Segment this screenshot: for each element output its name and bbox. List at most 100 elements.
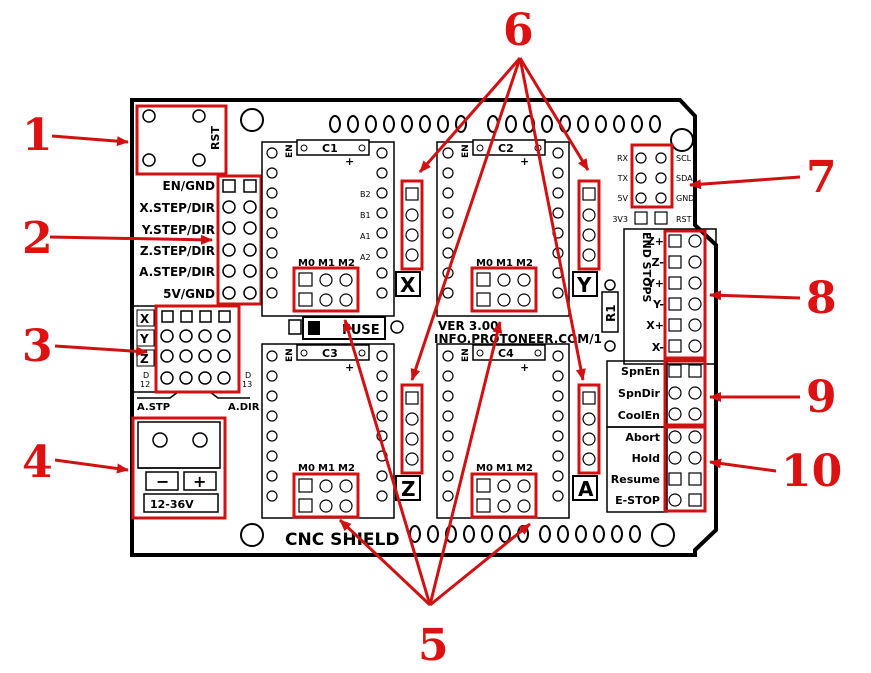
arrow-7 xyxy=(689,175,801,190)
board-outline xyxy=(130,98,718,557)
driver-z-m1: M1 xyxy=(318,463,335,474)
callout-10: 10 xyxy=(781,446,842,497)
step-dir-header-pins xyxy=(222,179,257,300)
a-step-dir-label: A.STEP/DIR xyxy=(139,265,215,279)
driver-x-pin-a2: A2 xyxy=(360,253,371,262)
clone-dir-label: A.DIR xyxy=(228,402,260,413)
clone-axis-z: Z xyxy=(140,352,149,366)
arrow-8 xyxy=(709,290,801,301)
callout-6: 6 xyxy=(503,5,534,56)
driver-x-pin-a1: A1 xyxy=(360,232,371,241)
callout-4: 4 xyxy=(22,437,53,488)
step-dir-header-labels: EN/GND X.STEP/DIR Y.STEP/DIR Z.STEP/DIR … xyxy=(139,179,215,301)
callout-5: 5 xyxy=(418,620,449,671)
serial-5v-label: 5V xyxy=(617,194,628,203)
mounting-hole xyxy=(240,108,264,132)
callout-7: 7 xyxy=(806,152,837,203)
driver-a-m0: M0 xyxy=(476,463,493,474)
arrow-5d xyxy=(429,522,531,607)
driver-y-m2: M2 xyxy=(516,258,533,269)
endstop-x-minus: X- xyxy=(652,341,664,354)
driver-a-m1: M1 xyxy=(496,463,513,474)
z-step-dir-label: Z.STEP/DIR xyxy=(140,244,215,258)
svg-text:+: + xyxy=(520,155,529,168)
power-plus-label: + xyxy=(193,472,206,491)
callout-3: 3 xyxy=(22,321,53,372)
driver-y-m0: M0 xyxy=(476,258,493,269)
clone-header-highlight xyxy=(154,304,241,394)
driver-z: C3 EN + M0 M1 M2 Z xyxy=(261,343,424,519)
endstop-z-minus: Z- xyxy=(652,256,664,269)
clone-axis-x: X xyxy=(140,312,150,326)
serial-i2c-header: RX TX 5V 3V3 SCL SDA GND RST xyxy=(612,143,694,225)
rst-label: RST xyxy=(209,126,222,150)
clone-header: X Y Z D 12 D 13 A.STP A.DIR xyxy=(132,305,260,413)
arrow-10 xyxy=(709,458,777,473)
clone-d12-label-a: D xyxy=(143,371,149,380)
version-label: VER 3.00 xyxy=(438,319,499,333)
clone-d13-label-b: 13 xyxy=(242,380,252,389)
power-minus-label: − xyxy=(156,472,169,491)
driver-z-m0: M0 xyxy=(298,463,315,474)
endstop-title: END STOPS xyxy=(640,232,653,303)
mounting-hole xyxy=(670,128,694,152)
endstop-header: END STOPS Z+ Z- Y+ Y- X+ X- xyxy=(623,228,717,365)
i2c-scl-label: SCL xyxy=(676,154,692,163)
driver-a-cap: C4 xyxy=(498,347,514,360)
endstop-y-plus: Y+ xyxy=(646,277,664,290)
driver-x-m2: M2 xyxy=(338,258,355,269)
abort-label: Abort xyxy=(625,431,660,444)
clone-d12-label-b: 12 xyxy=(140,380,150,389)
serial-3v3-label: 3V3 xyxy=(612,215,628,224)
driver-z-cap: C3 xyxy=(322,347,338,360)
driver-x-pin-b2: B2 xyxy=(360,190,371,199)
driver-x-en: EN xyxy=(285,144,295,158)
url-label: INFO.PROTONEER.COM/1 xyxy=(434,332,602,346)
y-step-dir-label: Y.STEP/DIR xyxy=(141,223,215,237)
callout-9: 9 xyxy=(806,372,837,423)
i2c-rst-label: RST xyxy=(676,215,692,224)
en-gnd-label: EN/GND xyxy=(163,179,216,193)
control-header: Abort Hold Resume E-STOP xyxy=(606,425,707,513)
svg-text:+: + xyxy=(520,361,529,374)
coolant-enable-label: CoolEn xyxy=(618,409,660,422)
estop-label: E-STOP xyxy=(615,494,660,507)
driver-z-m2: M2 xyxy=(338,463,355,474)
svg-text:+: + xyxy=(345,155,354,168)
5v-gnd-label: 5V/GND xyxy=(163,287,215,301)
spindle-enable-label: SpnEn xyxy=(621,365,660,378)
arrow-6c xyxy=(410,57,522,381)
driver-x-m0: M0 xyxy=(298,258,315,269)
board-title: CNC SHIELD xyxy=(285,530,399,550)
endstop-z-plus: Z+ xyxy=(647,235,664,248)
i2c-gnd-label: GND xyxy=(676,194,694,203)
hold-label: Hold xyxy=(632,452,660,465)
callout-2: 2 xyxy=(22,213,53,264)
reset-button: RST xyxy=(135,104,228,176)
driver-z-axis: Z xyxy=(401,477,416,501)
resume-label: Resume xyxy=(611,473,660,486)
driver-a-m2: M2 xyxy=(516,463,533,474)
clone-axis-y: Y xyxy=(139,332,149,346)
driver-x-cap: C1 xyxy=(322,142,338,155)
driver-y-m1: M1 xyxy=(496,258,513,269)
spindle-direction-label: SpnDir xyxy=(618,387,661,400)
arrow-2 xyxy=(49,234,213,245)
arrow-6a xyxy=(418,57,522,173)
arrow-5b xyxy=(338,518,432,607)
bottom-header-holes xyxy=(409,525,641,543)
resistor: R1 xyxy=(601,279,619,352)
driver-y-en: EN xyxy=(461,144,471,158)
arrow-6d xyxy=(518,57,586,381)
power-terminal: − + 12-36V xyxy=(131,416,227,520)
endstop-y-minus: Y- xyxy=(652,298,664,311)
power-voltage-label: 12-36V xyxy=(150,498,194,511)
spindle-header: SpnEn SpnDir CoolEn xyxy=(606,359,707,428)
driver-y-cap: C2 xyxy=(498,142,514,155)
driver-a-en: EN xyxy=(461,348,471,362)
x-step-dir-label: X.STEP/DIR xyxy=(139,201,215,215)
resistor-label: R1 xyxy=(604,304,618,322)
callout-arrows xyxy=(49,57,801,607)
arrow-5c xyxy=(428,321,503,606)
